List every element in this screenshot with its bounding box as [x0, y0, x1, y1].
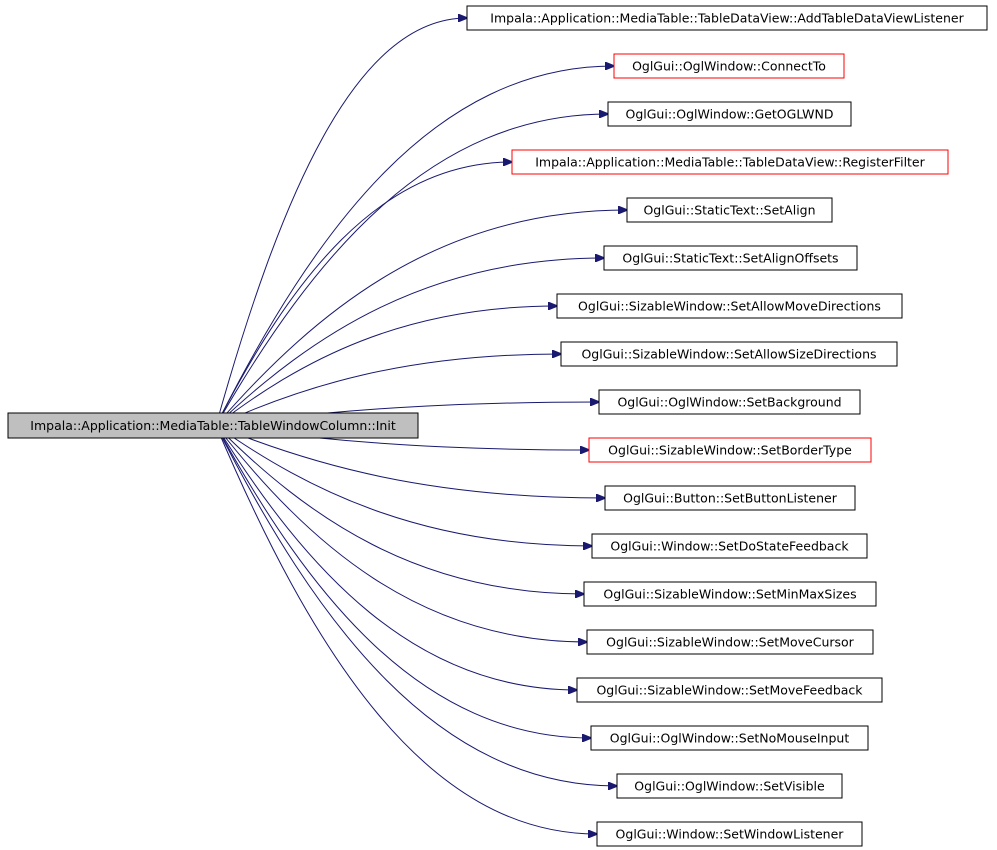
call-edge-oglgui-oglwindow-setvisible	[215, 425, 617, 787]
callee-node-oglgui-sizablewindow-setminmaxsizes[interactable]: OglGui::SizableWindow::SetMinMaxSizes	[583, 581, 877, 607]
callee-node-label: OglGui::SizableWindow::SetMoveFeedback	[596, 683, 863, 698]
call-edge-impala-application-mediatable-tabledataview-registerfilter	[215, 162, 512, 426]
callee-node-oglgui-sizablewindow-setbordertype[interactable]: OglGui::SizableWindow::SetBorderType	[588, 437, 872, 463]
callee-node-oglgui-oglwindow-getoglwnd[interactable]: OglGui::OglWindow::GetOGLWND	[607, 101, 852, 127]
call-edge-oglgui-statictext-setalignoffsets	[215, 258, 604, 426]
callee-node-label: OglGui::StaticText::SetAlignOffsets	[622, 251, 838, 266]
callee-node-oglgui-sizablewindow-setallowsizedirections[interactable]: OglGui::SizableWindow::SetAllowSizeDirec…	[560, 341, 898, 367]
callee-node-oglgui-oglwindow-connectto[interactable]: OglGui::OglWindow::ConnectTo	[613, 53, 845, 79]
callee-node-oglgui-oglwindow-setbackground[interactable]: OglGui::OglWindow::SetBackground	[598, 389, 861, 415]
callee-node-box	[560, 341, 898, 367]
callee-node-box	[588, 437, 872, 463]
callee-node-box	[616, 773, 843, 799]
callee-node-box	[466, 5, 988, 31]
callee-node-oglgui-sizablewindow-setmovefeedback[interactable]: OglGui::SizableWindow::SetMoveFeedback	[576, 677, 883, 703]
call-edge-oglgui-sizablewindow-setmovefeedback	[215, 425, 577, 691]
callee-node-label: Impala::Application::MediaTable::TableDa…	[490, 11, 964, 26]
callee-node-label: OglGui::Window::SetWindowListener	[616, 827, 845, 842]
call-edge-oglgui-window-setwindowlistener	[215, 425, 597, 835]
call-edge-impala-application-mediatable-tabledataview-addtabledataviewlistener	[215, 18, 467, 426]
call-edge-oglgui-oglwindow-getoglwnd	[215, 114, 608, 426]
callee-node-label: OglGui::SizableWindow::SetMinMaxSizes	[603, 587, 856, 602]
root-node-box	[7, 412, 419, 439]
callee-node-label: OglGui::SizableWindow::SetAllowSizeDirec…	[581, 347, 876, 362]
callee-node-oglgui-button-setbuttonlistener[interactable]: OglGui::Button::SetButtonListener	[604, 485, 856, 511]
root-node[interactable]: Impala::Application::MediaTable::TableWi…	[7, 412, 419, 439]
callee-node-box	[607, 101, 852, 127]
callee-node-oglgui-window-setdostatefeedback[interactable]: OglGui::Window::SetDoStateFeedback	[591, 533, 868, 559]
callee-node-label: OglGui::OglWindow::GetOGLWND	[626, 107, 834, 122]
callee-node-box	[613, 53, 845, 79]
callee-node-label: OglGui::Button::SetButtonListener	[623, 491, 838, 506]
call-nodes: Impala::Application::MediaTable::TableWi…	[7, 5, 988, 847]
callee-node-oglgui-sizablewindow-setallowmovedirections[interactable]: OglGui::SizableWindow::SetAllowMoveDirec…	[556, 293, 903, 319]
callee-node-oglgui-statictext-setalignoffsets[interactable]: OglGui::StaticText::SetAlignOffsets	[603, 245, 858, 271]
callee-node-impala-application-mediatable-tabledataview-registerfilter[interactable]: Impala::Application::MediaTable::TableDa…	[511, 149, 949, 175]
callee-node-box	[576, 677, 883, 703]
callee-node-box	[626, 197, 833, 223]
callee-node-label: OglGui::Window::SetDoStateFeedback	[610, 539, 849, 554]
callee-node-box	[598, 389, 861, 415]
call-edges	[215, 18, 627, 835]
callee-node-box	[591, 533, 868, 559]
callee-node-box	[603, 245, 858, 271]
callee-node-oglgui-window-setwindowlistener[interactable]: OglGui::Window::SetWindowListener	[596, 821, 863, 847]
callee-node-oglgui-sizablewindow-setmovecursor[interactable]: OglGui::SizableWindow::SetMoveCursor	[586, 629, 874, 655]
callee-node-label: OglGui::StaticText::SetAlign	[643, 203, 815, 218]
callee-node-box	[596, 821, 863, 847]
call-edge-oglgui-sizablewindow-setmovecursor	[215, 425, 587, 643]
call-edge-oglgui-sizablewindow-setminmaxsizes	[215, 425, 584, 595]
callee-node-box	[586, 629, 874, 655]
root-node-label: Impala::Application::MediaTable::TableWi…	[30, 418, 396, 433]
call-edge-oglgui-statictext-setalign	[215, 210, 627, 426]
callee-node-label: OglGui::OglWindow::SetNoMouseInput	[610, 731, 850, 746]
callee-node-label: OglGui::SizableWindow::SetAllowMoveDirec…	[578, 299, 881, 314]
callee-node-box	[604, 485, 856, 511]
callee-node-label: OglGui::OglWindow::SetVisible	[634, 779, 825, 794]
callee-node-oglgui-statictext-setalign[interactable]: OglGui::StaticText::SetAlign	[626, 197, 833, 223]
callee-node-label: OglGui::SizableWindow::SetMoveCursor	[606, 635, 854, 650]
call-edge-oglgui-button-setbuttonlistener	[215, 425, 605, 499]
callee-node-impala-application-mediatable-tabledataview-addtabledataviewlistener[interactable]: Impala::Application::MediaTable::TableDa…	[466, 5, 988, 31]
callee-node-oglgui-oglwindow-setvisible[interactable]: OglGui::OglWindow::SetVisible	[616, 773, 843, 799]
callee-node-box	[583, 581, 877, 607]
call-edge-oglgui-window-setdostatefeedback	[215, 425, 592, 547]
callee-node-box	[511, 149, 949, 175]
callee-node-label: OglGui::OglWindow::ConnectTo	[632, 59, 826, 74]
callee-node-label: Impala::Application::MediaTable::TableDa…	[535, 155, 925, 170]
callee-node-label: OglGui::OglWindow::SetBackground	[617, 395, 841, 410]
call-edge-oglgui-oglwindow-setnomouseinput	[215, 425, 591, 739]
callee-node-box	[590, 725, 869, 751]
callee-node-label: OglGui::SizableWindow::SetBorderType	[608, 443, 852, 458]
callee-node-box	[556, 293, 903, 319]
call-edge-oglgui-oglwindow-connectto	[215, 66, 614, 426]
callee-node-oglgui-oglwindow-setnomouseinput[interactable]: OglGui::OglWindow::SetNoMouseInput	[590, 725, 869, 751]
call-edge-oglgui-sizablewindow-setallowmovedirections	[215, 306, 557, 426]
call-edge-oglgui-sizablewindow-setallowsizedirections	[215, 354, 561, 426]
